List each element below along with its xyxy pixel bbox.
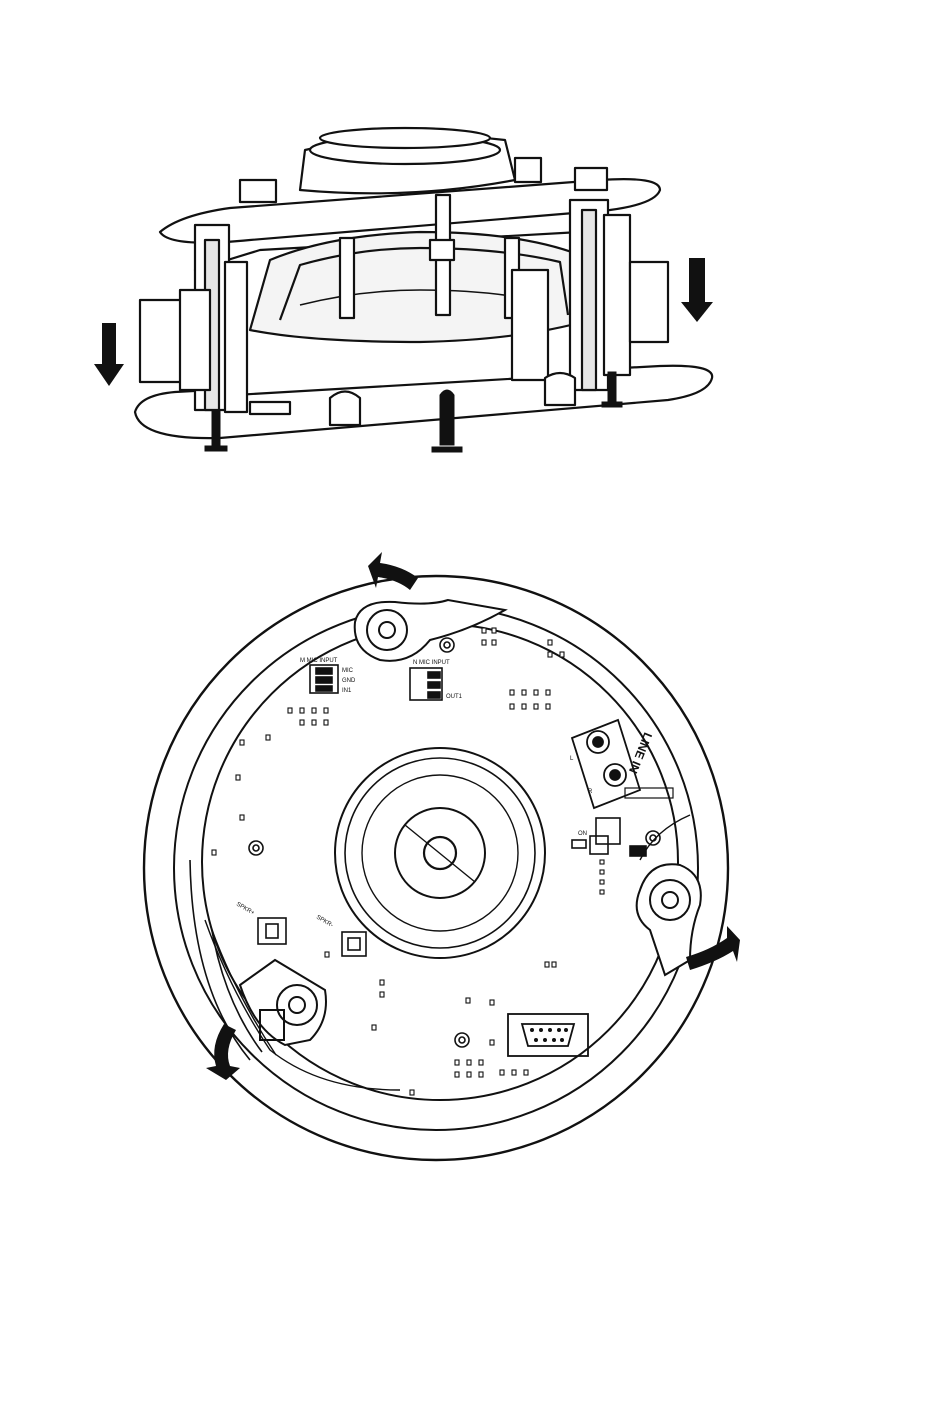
down-arrow-right-icon bbox=[681, 258, 713, 322]
label-r-mark: R bbox=[588, 789, 593, 795]
label-pin-mic: MIC bbox=[342, 668, 354, 674]
down-arrow-left-icon bbox=[94, 323, 124, 386]
label-pin-gnd: GND bbox=[342, 678, 356, 684]
label-header-n: N MIC INPUT bbox=[413, 660, 450, 666]
right-clamp bbox=[512, 200, 668, 390]
label-switch-on: ON bbox=[578, 831, 587, 837]
label-pin-in1: IN1 bbox=[342, 688, 352, 694]
label-header-m: M MIC INPUT bbox=[300, 658, 338, 664]
speaker-side-view bbox=[135, 128, 712, 438]
label-pin-out1: OUT1 bbox=[446, 694, 463, 700]
left-clamp bbox=[140, 225, 247, 412]
